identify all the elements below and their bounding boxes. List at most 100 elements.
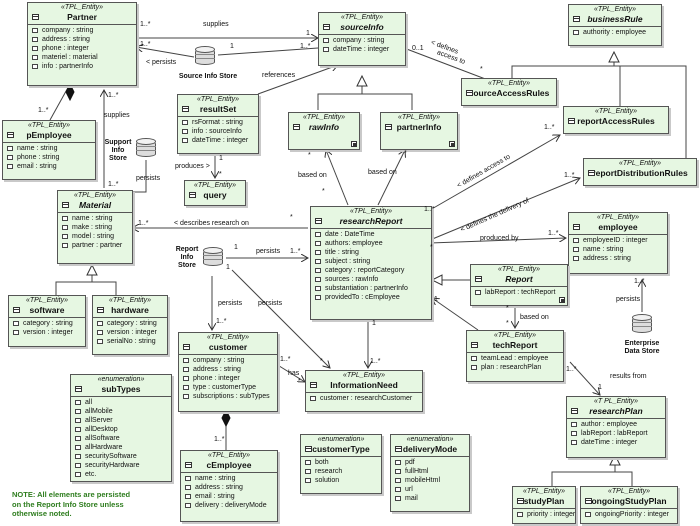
divider	[178, 116, 258, 117]
attribute: phone : string	[7, 153, 95, 162]
class-studyplan[interactable]: «TPL_Entity» studyPlan priority : intege…	[512, 486, 576, 524]
attribute-text: name : string	[17, 145, 58, 152]
attribute: providedTo : cEmployee	[315, 293, 431, 302]
class-material[interactable]: «TPL_Entity» Material name : string make…	[57, 190, 133, 264]
multiplicity: *	[320, 358, 323, 365]
class-software[interactable]: «TPL_Entity» software category : string …	[8, 295, 86, 347]
attribute-icon	[183, 394, 189, 399]
store-label-line: Enterprise	[624, 340, 660, 347]
edge-label: persists	[136, 175, 161, 182]
class-resultset[interactable]: «TPL_Entity» resultSet rsFormat : string…	[177, 94, 259, 154]
attribute-text: allServer	[85, 417, 113, 424]
class-researchreport[interactable]: «TPL_Entity» researchReport date : DateT…	[310, 206, 432, 320]
multiplicity: 1..*	[300, 43, 311, 50]
stereotype: «TPL_Entity»	[108, 297, 152, 304]
edge-has	[275, 363, 305, 382]
class-hardware[interactable]: «TPL_Entity» hardware category : string …	[92, 295, 168, 355]
stereotype: «TPL_Entity»	[27, 122, 71, 129]
class-icon	[62, 202, 69, 208]
attribute-text: allSoftware	[85, 435, 120, 442]
attribute: email : string	[7, 162, 95, 171]
multiplicity: 1..*	[38, 107, 49, 114]
attribute-text: providedTo : cEmployee	[325, 294, 400, 301]
class-name: rawInfo	[308, 122, 340, 132]
attribute-icon	[395, 469, 401, 474]
attribute-list: name : string make : string model : stri…	[58, 213, 132, 251]
stereotype: «TPL_Entity»	[349, 208, 393, 215]
class-businessrule[interactable]: «TPL_Entity» businessRule authority : em…	[568, 4, 662, 46]
attribute: fullHtml	[395, 467, 469, 476]
enterprise-data-store-cylinder	[632, 314, 652, 336]
edge-gen-sourceinfo	[317, 93, 413, 110]
edge-label: based on	[298, 172, 327, 179]
class-icon	[7, 132, 14, 138]
edge-label: produces >	[175, 163, 210, 170]
class-customertype[interactable]: «enumeration» customerType both research…	[300, 434, 382, 494]
edge-techreport-research	[432, 298, 479, 331]
attribute-text: allHardware	[85, 444, 123, 451]
class-name: researchReport	[339, 216, 403, 226]
class-icon	[588, 170, 595, 176]
class-pemployee[interactable]: «TPL_Entity» pEmployee name : string pho…	[2, 120, 96, 180]
attribute-text: info : sourceInfo	[192, 128, 242, 135]
class-sourceaccessrules[interactable]: «TPL_Entity» sourceAccessRules	[461, 78, 557, 106]
attribute-list: rsFormat : string info : sourceInfo date…	[178, 117, 258, 146]
class-sourceinfo[interactable]: «TPL_Entity» sourceInfo company : string…	[318, 12, 406, 66]
class-informationneed[interactable]: «TPL_Entity» InformationNeed customer : …	[305, 370, 423, 412]
multiplicity: 1	[226, 264, 230, 271]
class-name: Report	[505, 274, 533, 284]
multiplicity: 1..*	[214, 436, 225, 443]
report-info-store-label: Report Info Store	[170, 246, 204, 270]
attribute-text: category : string	[107, 320, 157, 327]
class-reportdistributionrules[interactable]: «TPL_Entity» reportDistributionRules	[583, 158, 697, 186]
attribute: all	[75, 398, 171, 407]
edge-label: based on	[368, 169, 397, 176]
class-researchplan[interactable]: «T PL_Entity» researchPlan author : empl…	[566, 396, 666, 458]
class-name: employee	[598, 222, 638, 232]
class-name: subTypes	[101, 384, 141, 394]
attribute: teamLead : employee	[471, 354, 563, 363]
class-name: customer	[208, 342, 248, 352]
attribute-text: pdf	[405, 459, 415, 466]
attribute-icon	[315, 259, 321, 264]
attribute-icon	[305, 478, 311, 483]
edge-label: based on	[520, 314, 549, 321]
attribute: dateTime : integer	[323, 45, 405, 54]
class-partnerinfo[interactable]: «TPL_Entity» partnerInfo	[380, 112, 458, 150]
attribute-icon	[75, 472, 81, 477]
multiplicity: *	[430, 244, 433, 251]
attribute-icon	[183, 367, 189, 372]
stereotype: «TPL_Entity»	[593, 6, 637, 13]
attribute-text: delivery : deliveryMode	[195, 502, 267, 509]
class-techreport[interactable]: «TPL_Entity» techReport teamLead : emplo…	[466, 330, 564, 382]
stereotype: «TPL_Entity»	[397, 114, 441, 121]
attribute-text: securityHardware	[85, 462, 140, 469]
attribute: name : string	[7, 144, 95, 153]
class-rawinfo[interactable]: «TPL_Entity» rawInfo	[288, 112, 360, 150]
class-icon	[517, 498, 524, 504]
multiplicity: *	[219, 171, 222, 178]
class-cemployee[interactable]: «TPL_Entity» cEmployee name : string add…	[180, 450, 278, 522]
class-name: ongoingStudyPlan	[591, 496, 667, 506]
class-ongoingstudyplan[interactable]: «TPL_Entity» ongoingStudyPlan ongoingPri…	[580, 486, 678, 524]
class-employee[interactable]: «TPL_Entity» employee employeeID : integ…	[568, 212, 668, 274]
class-partner[interactable]: «TPL_Entity» Partner company : string ad…	[27, 2, 137, 86]
attribute-text: subscriptions : subTypes	[193, 393, 270, 400]
multiplicity: 1	[306, 30, 310, 37]
attribute-text: priority : integer	[527, 511, 576, 518]
edge-store-infoneed	[231, 269, 330, 368]
class-deliverymode[interactable]: «enumeration» deliveryMode pdf fullHtml …	[390, 434, 470, 512]
subsystem-icon	[449, 141, 455, 147]
gen-triangle-sourceinfo	[356, 74, 368, 87]
class-customer[interactable]: «TPL_Entity» customer company : string a…	[178, 332, 278, 412]
class-report[interactable]: «TPL_Entity» Report labReport : techRepo…	[470, 264, 568, 306]
class-subtypes[interactable]: «enumeration» subTypes all allMobile all…	[70, 374, 172, 482]
attribute-list: customer : researchCustomer	[306, 393, 422, 404]
attribute: sources : rawInfo	[315, 275, 431, 284]
store-label-line: Info	[111, 147, 125, 154]
attribute: company : string	[183, 356, 277, 365]
class-reportaccessrules[interactable]: «TPL_Entity» reportAccessRules	[563, 106, 669, 134]
class-query[interactable]: «TPL_Entity» query	[184, 180, 246, 206]
attribute-icon	[32, 28, 38, 33]
